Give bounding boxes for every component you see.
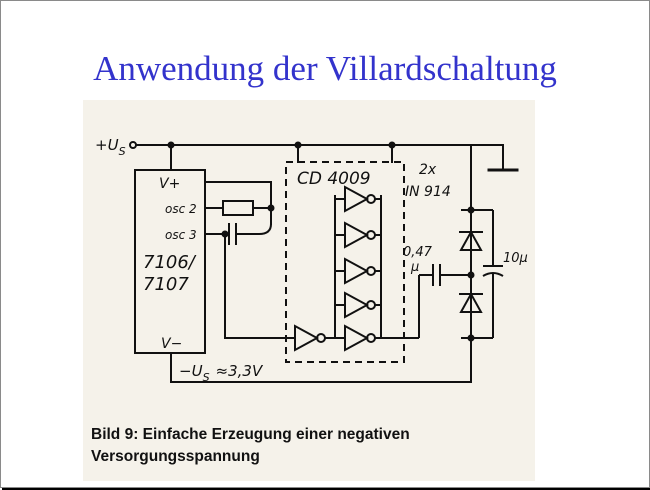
caption-line2: Versorgungsspannung — [91, 448, 260, 465]
label-diode-type: IN 914 — [405, 184, 451, 200]
label-cap-value1: 0,47 — [403, 245, 433, 260]
label-cap-value2: µ — [410, 260, 419, 275]
inverter-input — [294, 324, 320, 352]
circuit-figure: +US V+ osc 2 osc 3 7106/ 7107 V− −US≈3,3… — [83, 100, 535, 481]
label-osc2: osc 2 — [165, 202, 197, 216]
label-cd4009: CD 4009 — [297, 169, 371, 189]
junction-dot — [167, 141, 175, 149]
label-plus-us: +US — [95, 136, 126, 158]
inverter-4 — [344, 291, 370, 319]
junction-dot — [467, 271, 475, 279]
junction-dot — [467, 206, 475, 214]
slide-title: Anwendung der Villardschaltung — [93, 49, 557, 88]
inverter-5 — [344, 324, 370, 352]
label-chip-line1: 7106/ — [143, 252, 197, 273]
inverter-3 — [344, 257, 370, 285]
caption-line1: Bild 9: Einfache Erzeugung einer negativ… — [91, 426, 410, 443]
junction-dot — [388, 141, 396, 149]
label-minus-us: −US≈3,3V — [179, 362, 264, 384]
junction-dot — [467, 334, 475, 342]
junction-dot — [267, 204, 275, 212]
circuit-diagram: +US V+ osc 2 osc 3 7106/ 7107 V− −US≈3,3… — [95, 136, 528, 384]
figure-caption: Bild 9: Einfache Erzeugung einer negativ… — [91, 424, 531, 468]
label-cap-c2: 10µ — [503, 251, 528, 266]
osc-cap-out — [235, 222, 273, 235]
osc-resistor — [222, 200, 254, 216]
label-v-minus: V− — [161, 336, 182, 352]
inverter-1 — [344, 185, 370, 213]
diode-1 — [459, 229, 483, 251]
label-chip-line2: 7107 — [143, 274, 189, 295]
junction-dot — [294, 141, 302, 149]
label-v-plus: V+ — [159, 176, 180, 192]
label-osc3: osc 3 — [165, 228, 197, 242]
label-diode-count: 2x — [419, 162, 437, 178]
cd4009-box — [285, 161, 405, 363]
diode-2 — [459, 291, 483, 313]
junction-dot — [221, 230, 229, 238]
inverter-2 — [344, 221, 370, 249]
